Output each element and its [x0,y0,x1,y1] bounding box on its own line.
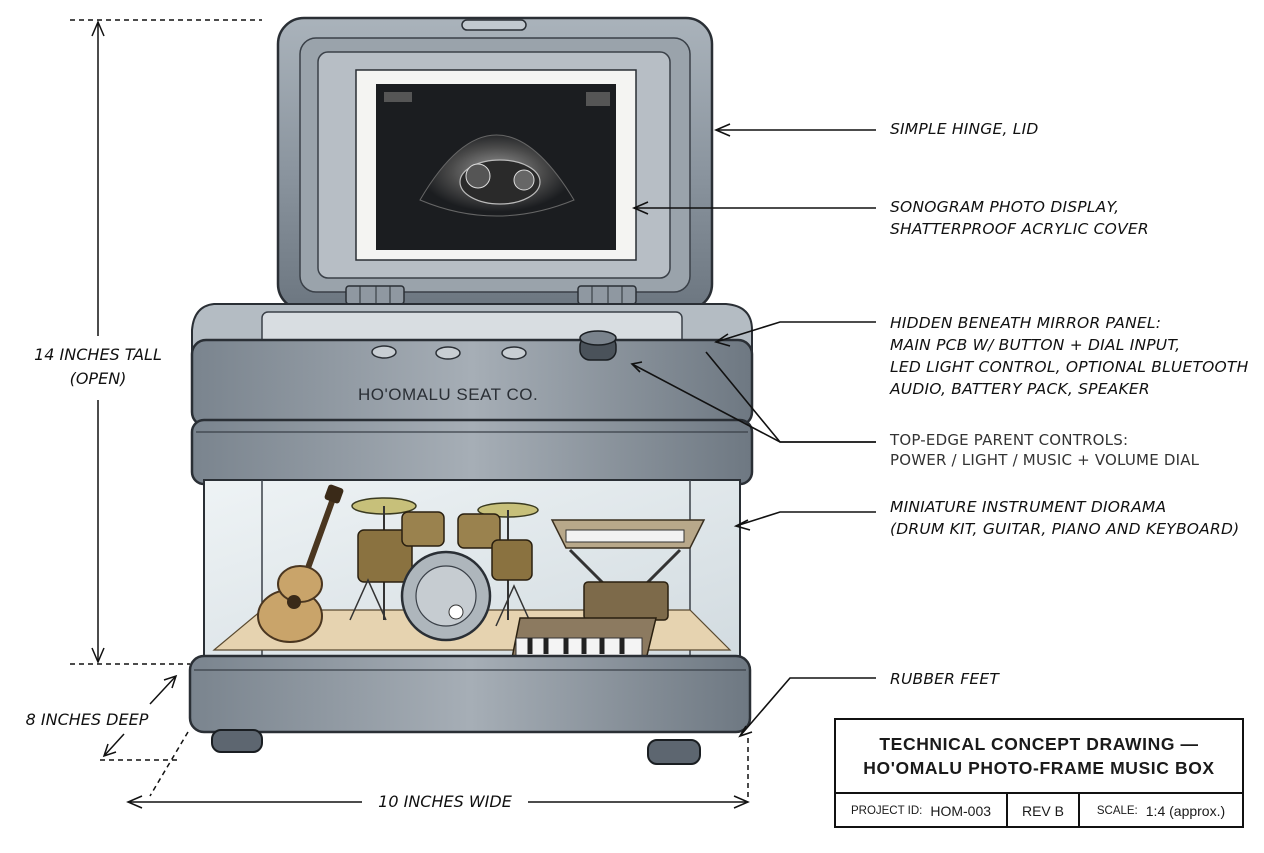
parent-controls [371,330,617,361]
lid [276,16,714,312]
callout-diorama: MINIATURE INSTRUMENT DIORAMA (DRUM KIT, … [890,498,1240,538]
height-dimension-label: 14 INCHES TALL (OPEN) [24,343,172,391]
callout-rubber-feet: RUBBER FEET [890,670,1000,688]
brand-label: HO'OMALU SEAT CO. [358,385,539,404]
scale-cell: SCALE: 1:4 (approx.) [1096,803,1226,819]
title-line-1: TECHNICAL CONCEPT DRAWING — [879,734,1199,754]
light-button [435,346,461,360]
drum-kit [349,497,539,642]
power-button [371,345,397,359]
upper-body [190,303,754,486]
depth-line-bottom [103,733,125,757]
revision-cell: REV B [1008,794,1080,828]
width-dimension-label: 10 INCHES WIDE [368,790,522,814]
title-block-heading: TECHNICAL CONCEPT DRAWING — HO'OMALU PHO… [836,720,1242,794]
depth-dimension-label: 8 INCHES DEEP [25,710,149,729]
callout-parent-controls: TOP-EDGE PARENT CONTROLS: POWER / LIGHT … [890,431,1200,469]
rubber-foot-left [211,729,263,753]
title-line-2: HO'OMALU PHOTO-FRAME MUSIC BOX [863,758,1215,778]
callout-hinge: SIMPLE HINGE, LID [890,120,1039,138]
title-block-fields: PROJECT ID: HOM-003 REV B SCALE: 1:4 (ap… [836,794,1242,828]
sonogram-photo [376,84,616,250]
leader-lines [630,123,876,738]
callout-sonogram: SONOGRAM PHOTO DISPLAY, SHATTERPROOF ACR… [890,198,1149,238]
rubber-foot-right [647,739,701,765]
dimension-lines [70,19,750,809]
title-block: TECHNICAL CONCEPT DRAWING — HO'OMALU PHO… [834,718,1244,828]
depth-line-top [149,675,177,705]
project-id-cell: PROJECT ID: HOM-003 [836,794,1008,828]
base [188,654,752,765]
music-button [501,346,527,360]
callout-hidden-panel: HIDDEN BENEATH MIRROR PANEL: MAIN PCB W/… [890,314,1249,398]
body-band [190,418,754,486]
guitar [257,484,344,643]
lid-latch [461,19,527,31]
